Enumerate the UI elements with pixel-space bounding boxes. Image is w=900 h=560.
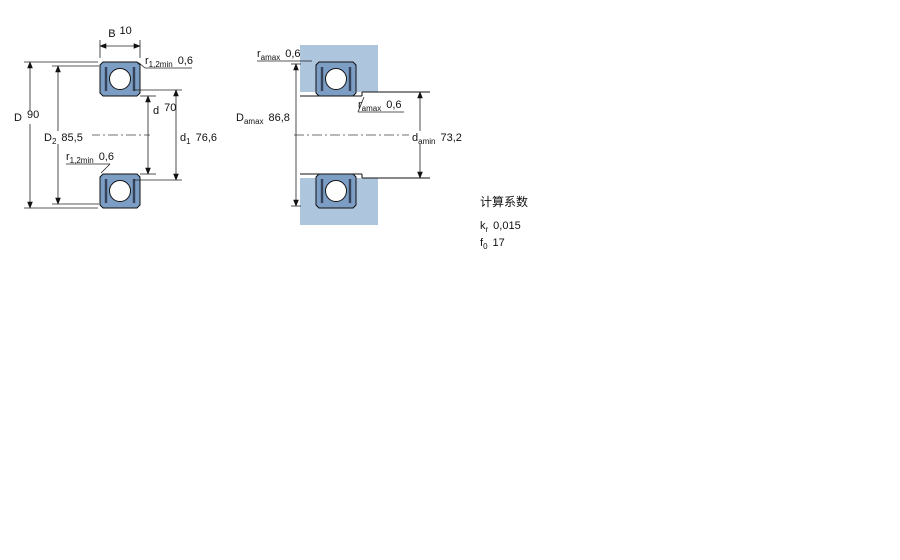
- calculation-factors-title: 计算系数: [480, 194, 528, 209]
- dim-B: [99, 40, 141, 58]
- dim-D2: [42, 65, 99, 205]
- ball-top: [109, 68, 131, 90]
- leader-ra-mid: [357, 96, 404, 113]
- dim-Damax: [291, 63, 301, 207]
- ball-top-right: [325, 68, 347, 90]
- ball-bottom-right: [325, 180, 347, 202]
- ball-bottom: [109, 180, 131, 202]
- dim-damin: [409, 91, 467, 179]
- leader-r-bottom: [66, 163, 111, 174]
- leader-r-top: [138, 62, 192, 69]
- dim-d1: [134, 89, 182, 181]
- dim-D: [12, 61, 98, 209]
